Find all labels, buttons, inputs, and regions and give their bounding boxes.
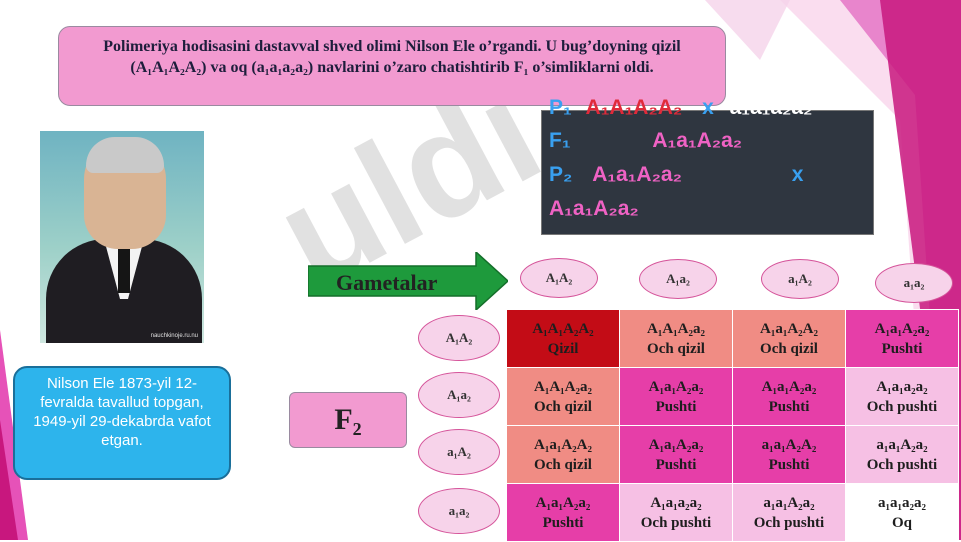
cell-phenotype: Pushti (655, 456, 697, 473)
cell-genotype: A₁a₁a₂a₂ (876, 378, 928, 395)
p2-label: P₂ (549, 163, 573, 186)
punnett-cell: A₁a₁a₂a₂ Och pushti (619, 483, 733, 542)
punnett-row: A₁a₁A₂a₂ Pushti A₁a₁a₂a₂ Och pushti a₁a₁A₂… (506, 483, 959, 542)
punnett-cell: A₁A₁A₂a₂ Och qizil (619, 309, 733, 368)
p2-cross-sign: x (791, 163, 804, 186)
cell-genotype: a₁a₁a₂a₂ (878, 494, 926, 511)
punnett-cell: a₁a₁A₂a₂ Och pushti (732, 483, 846, 542)
f2-label: F₂ (334, 403, 362, 436)
punnett-row: A₁A₁A₂a₂ Och qizil A₁a₁A₂a₂ Pushti A₁a₁A₂a… (506, 367, 959, 426)
cell-genotype: a₁a₁A₂a₂ (763, 494, 815, 511)
punnett-cell: A₁A₁A₂A₂ Qizil (506, 309, 620, 368)
p2-parent1: A₁a₁A₂a₂ (592, 163, 682, 186)
punnett-cell: A₁a₁a₂a₂ Och pushti (845, 367, 959, 426)
p2-parent2: A₁a₁A₂a₂ (549, 197, 639, 220)
cell-phenotype: Pushti (768, 456, 810, 473)
cell-phenotype: Och qizil (534, 456, 592, 473)
f1-label: F₁ (549, 129, 571, 152)
punnett-cell: a₁a₁a₂a₂ Oq (845, 483, 959, 542)
cell-phenotype: Och qizil (647, 340, 705, 357)
punnett-cell: A₁a₁A₂a₂ Pushti (619, 425, 733, 484)
p1-parent2: a₁a₁a₂a₂ (729, 96, 813, 119)
cell-genotype: A₁a₁A₂A₂ (760, 320, 818, 337)
cell-genotype: A₁a₁A₂A₂ (534, 436, 592, 453)
punnett-square: A₁A₁A₂A₂ Qizil A₁A₁A₂a₂ Och qizil A₁a₁A₂A₂… (506, 309, 959, 542)
photo-credit: nauchkinoje.ru.nu (150, 333, 198, 339)
cell-phenotype: Och qizil (534, 398, 592, 415)
p1-parent1: A₁A₁A₂A₂ (585, 96, 683, 119)
portrait-tie (118, 247, 130, 293)
punnett-cell: A₁A₁A₂a₂ Och qizil (506, 367, 620, 426)
gametes-label: Gametalar (336, 270, 438, 295)
f2-label-box: F₂ (289, 392, 407, 448)
gametes-arrow (308, 252, 508, 310)
punnett-row: A₁a₁A₂A₂ Och qizil A₁a₁A₂a₂ Pushti a₁a₁A₂A… (506, 425, 959, 484)
punnett-cell: A₁a₁A₂a₂ Pushti (506, 483, 620, 542)
top-gamete-4: a₁a₂ (875, 263, 953, 303)
side-gamete-1: A₁A₂ (418, 315, 500, 361)
cell-genotype: A₁a₁A₂a₂ (535, 494, 591, 511)
cell-genotype: A₁a₁A₂a₂ (874, 320, 930, 337)
cell-genotype: A₁a₁a₂a₂ (650, 494, 702, 511)
f1-genotype: A₁a₁A₂a₂ (652, 129, 743, 152)
cross-line-p1: P₁ A₁A₁A₂A₂ x a₁a₁a₂a₂ (549, 96, 812, 120)
cell-phenotype: Och qizil (760, 340, 818, 357)
cell-phenotype: Och pushti (640, 514, 712, 531)
p1-label: P₁ (549, 96, 572, 119)
cell-phenotype: Pushti (655, 398, 697, 415)
cross-line-p2-parent2: A₁a₁A₂a₂ (549, 197, 639, 221)
punnett-cell: A₁a₁A₂A₂ Och qizil (732, 309, 846, 368)
title-text: Polimeriya hodisasini dastavval shved ol… (103, 38, 681, 76)
cross-scheme-box (541, 110, 874, 235)
cell-genotype: A₁a₁A₂a₂ (648, 436, 704, 453)
side-gamete-4: a₁a₂ (418, 488, 500, 534)
top-gamete-3: a₁A₂ (761, 259, 839, 299)
cell-genotype: A₁a₁A₂a₂ (648, 378, 704, 395)
cell-phenotype: Pushti (542, 514, 584, 531)
p1-cross-sign: x (702, 96, 714, 119)
title-text-box: Polimeriya hodisasini dastavval shved ol… (58, 26, 726, 106)
top-gamete-2: A₁a₂ (639, 259, 717, 299)
cell-phenotype: Pushti (768, 398, 810, 415)
cell-phenotype: Och pushti (866, 456, 938, 473)
punnett-cell: A₁a₁A₂a₂ Pushti (732, 367, 846, 426)
cross-line-p2: P₂ A₁a₁A₂a₂ x (549, 163, 803, 187)
cross-line-f1: F₁ A₁a₁A₂a₂ (549, 129, 742, 153)
cell-phenotype: Och pushti (753, 514, 825, 531)
portrait-photo: nauchkinoje.ru.nu (40, 131, 204, 343)
cell-genotype: a₁a₁A₂A₂ (761, 436, 817, 453)
cell-genotype: a₁a₁A₂a₂ (876, 436, 928, 453)
cell-phenotype: Och pushti (866, 398, 938, 415)
cell-genotype: A₁a₁A₂a₂ (761, 378, 817, 395)
portrait-hair (86, 137, 164, 173)
punnett-row: A₁A₁A₂A₂ Qizil A₁A₁A₂a₂ Och qizil A₁a₁A₂A₂… (506, 309, 959, 368)
side-gamete-3: a₁A₂ (418, 429, 500, 475)
punnett-cell: A₁a₁A₂a₂ Pushti (619, 367, 733, 426)
bio-text: Nilson Ele 1873-yil 12-fevralda tavallud… (33, 375, 211, 449)
punnett-cell: A₁a₁A₂A₂ Och qizil (506, 425, 620, 484)
cell-phenotype: Oq (891, 514, 912, 531)
cell-genotype: A₁A₁A₂a₂ (534, 378, 592, 395)
cell-phenotype: Qizil (547, 340, 579, 357)
punnett-cell: A₁a₁A₂a₂ Pushti (845, 309, 959, 368)
cell-genotype: A₁A₁A₂A₂ (532, 320, 594, 337)
cell-phenotype: Pushti (881, 340, 923, 357)
side-gamete-2: A₁a₂ (418, 372, 500, 418)
top-gamete-1: A₁A₂ (520, 258, 598, 298)
punnett-cell: a₁a₁A₂a₂ Och pushti (845, 425, 959, 484)
bio-box: Nilson Ele 1873-yil 12-fevralda tavallud… (13, 366, 231, 480)
punnett-cell: a₁a₁A₂A₂ Pushti (732, 425, 846, 484)
cell-genotype: A₁A₁A₂a₂ (647, 320, 705, 337)
